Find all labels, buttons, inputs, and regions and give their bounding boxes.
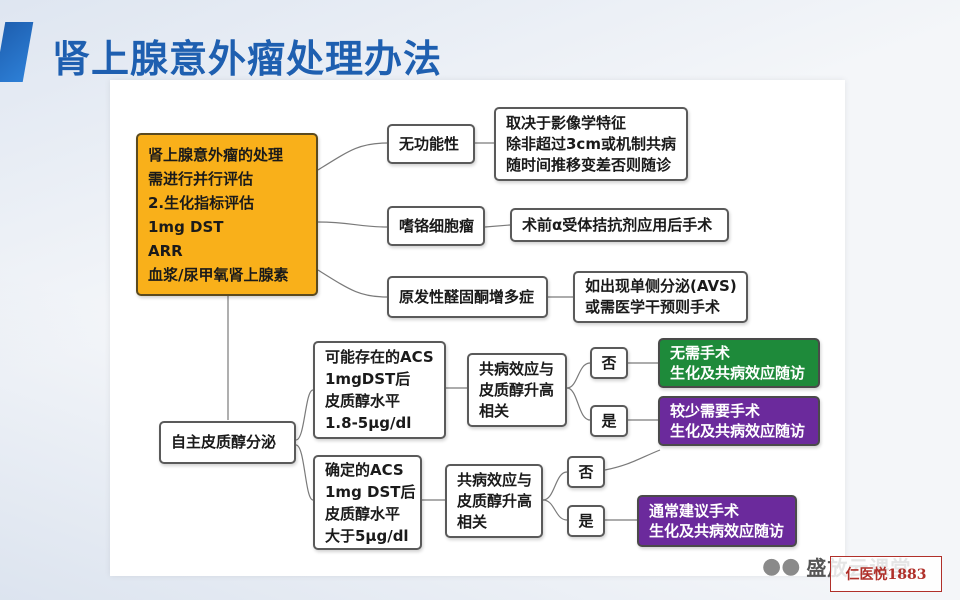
possible-no-node: 否 <box>590 347 628 379</box>
effect-line: 共病效应与 <box>479 359 555 378</box>
effect-line: 相关 <box>479 401 510 420</box>
yes-label: 是 <box>578 511 594 530</box>
result-line: 无需手术 <box>670 344 731 362</box>
detail-line: 取决于影像学特征 <box>506 113 627 132</box>
no-label: 否 <box>578 462 594 481</box>
no-label: 否 <box>601 353 617 372</box>
branch-pheochromocytoma: 嗜铬细胞瘤 <box>387 206 485 246</box>
possible-line: 1mgDST后 <box>325 370 411 388</box>
branch-autonomous-cortisol: 自主皮质醇分泌 <box>159 421 296 464</box>
brand-logo: 仁医悦1883 <box>830 556 942 592</box>
possible-yes-node: 是 <box>590 405 628 437</box>
page-title: 肾上腺意外瘤处理办法 <box>52 37 443 81</box>
possible-acs-node: 可能存在的ACS 1mgDST后 皮质醇水平 1.8-5μg/dl <box>313 341 446 439</box>
yes-label: 是 <box>601 411 617 430</box>
result-line: 较少需要手术 <box>670 402 761 420</box>
detail-line: 随时间推移变差否则随诊 <box>506 155 672 174</box>
pheochromocytoma-detail: 术前α受体拮抗剂应用后手术 <box>510 208 729 242</box>
wechat-icon: ●● <box>762 553 801 579</box>
confirmed-no-node: 否 <box>567 456 605 488</box>
effect-line: 皮质醇升高 <box>479 380 555 399</box>
possible-effect-node: 共病效应与 皮质醇升高 相关 <box>467 353 567 427</box>
effect-line: 相关 <box>457 512 488 531</box>
detail-line: 除非超过3cm或机制共病 <box>506 134 676 153</box>
effect-line: 皮质醇升高 <box>457 491 533 510</box>
root-line: 肾上腺意外瘤的处理 <box>148 145 284 164</box>
confirmed-acs-node: 确定的ACS 1mg DST后 皮质醇水平 大于5μg/dl <box>313 455 422 550</box>
result-line: 生化及共病效应随访 <box>670 364 806 382</box>
nonfunctional-detail: 取决于影像学特征 除非超过3cm或机制共病 随时间推移变差否则随诊 <box>494 107 688 181</box>
confirmed-yes-node: 是 <box>567 505 605 537</box>
result-line: 通常建议手术 <box>649 502 740 520</box>
root-line: ARR <box>148 241 183 260</box>
branch-nonfunctional: 无功能性 <box>387 124 475 164</box>
confirmed-line: 1mg DST后 <box>325 482 416 501</box>
confirmed-line: 大于5μg/dl <box>325 526 409 545</box>
detail-line: 如出现单侧分泌(AVS) <box>585 277 737 295</box>
possible-line: 可能存在的ACS <box>325 348 434 366</box>
result-line: 生化及共病效应随访 <box>670 422 806 440</box>
root-line: 血浆/尿甲氧肾上腺素 <box>148 265 289 284</box>
aldosteronism-detail: 如出现单侧分泌(AVS) 或需医学干预则手术 <box>573 271 748 323</box>
root-line: 1mg DST <box>148 217 224 236</box>
confirmed-line: 皮质醇水平 <box>325 504 401 523</box>
possible-line: 1.8-5μg/dl <box>325 414 412 432</box>
root-node: 肾上腺意外瘤的处理 需进行并行评估 2.生化指标评估 1mg DST ARR 血… <box>136 133 318 296</box>
branch-label: 原发性醛固酮增多症 <box>399 287 535 306</box>
rarely-surgery-result: 较少需要手术 生化及共病效应随访 <box>658 396 820 446</box>
root-line: 2.生化指标评估 <box>148 193 255 212</box>
branch-label: 嗜铬细胞瘤 <box>399 216 475 235</box>
confirmed-line: 确定的ACS <box>325 460 404 479</box>
branch-label: 无功能性 <box>399 134 460 153</box>
effect-line: 共病效应与 <box>457 470 533 489</box>
detail-line: 术前α受体拮抗剂应用后手术 <box>522 215 713 234</box>
no-surgery-result: 无需手术 生化及共病效应随访 <box>658 338 820 388</box>
root-line: 需进行并行评估 <box>148 169 254 188</box>
result-line: 生化及共病效应随访 <box>649 522 785 540</box>
branch-aldosteronism: 原发性醛固酮增多症 <box>387 276 548 318</box>
branch-label: 自主皮质醇分泌 <box>171 433 277 451</box>
confirmed-effect-node: 共病效应与 皮质醇升高 相关 <box>445 464 543 538</box>
possible-line: 皮质醇水平 <box>325 392 401 410</box>
usually-surgery-result: 通常建议手术 生化及共病效应随访 <box>637 495 797 547</box>
detail-line: 或需医学干预则手术 <box>585 298 721 316</box>
